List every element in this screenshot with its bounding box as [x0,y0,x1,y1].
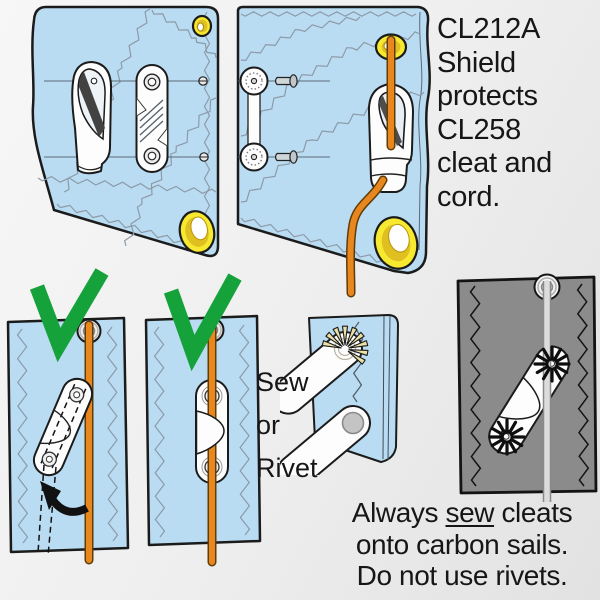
cleat-cam-flap [195,410,225,456]
method-note-line: Rivet [256,453,318,483]
rivet [341,411,365,435]
method-note-line: or [256,410,281,440]
method-note-line: Sew [256,367,309,397]
shield-note-line: cleat and [437,147,552,179]
correct-install-panel-1 [6,268,130,565]
sail-panel-right [236,5,431,275]
shield-note-line: CL212A [437,13,540,45]
rotate-arrow-icon [40,481,89,516]
cl258-cleat-exploded [135,64,169,173]
screw [274,150,298,164]
checkmark-icon [29,268,109,363]
grommet-small [191,14,213,38]
shield-note: CL212A Shield protects CL258 cleat and c… [437,13,552,214]
footer-line-1: Always sew cleats [351,497,573,528]
correct-install-panel-2 [144,273,262,567]
footer-line-2: onto carbon sails. [355,528,569,560]
sewn-stitches [321,325,369,365]
sail-panel-left [31,5,220,258]
shield-note-line: Shield [437,46,516,79]
checkmark-icon [163,273,242,372]
shield-note-line: protects [437,80,538,112]
sew-or-rivet-label: Sew or Rivet [256,361,318,490]
sewn-stitches [488,418,526,456]
assembly-guide-lines [44,76,209,162]
sewn-stitches [533,345,571,383]
shield-note-line: CL258 [437,113,521,146]
carbon-sail-warning: Always sew cleats onto carbon sails. Do … [324,497,600,592]
cleat-angled [32,377,94,477]
carbon-sail-panel [456,273,598,502]
underlined-sew: sew [445,497,495,528]
alignment-dashes [37,464,57,557]
screw [274,74,298,88]
cl212a-shield-exploded [71,61,113,175]
exploded-view-illustration [31,5,431,298]
control-cord [346,35,396,298]
shield-note-line: cord. [437,180,500,213]
backing-plate-and-screws [238,66,330,172]
footer-line-3: Do not use rivets. [356,560,568,591]
grommet-large-right [373,216,419,270]
sew-or-rivet-detail [280,314,399,475]
grommet-large-left [178,210,216,254]
